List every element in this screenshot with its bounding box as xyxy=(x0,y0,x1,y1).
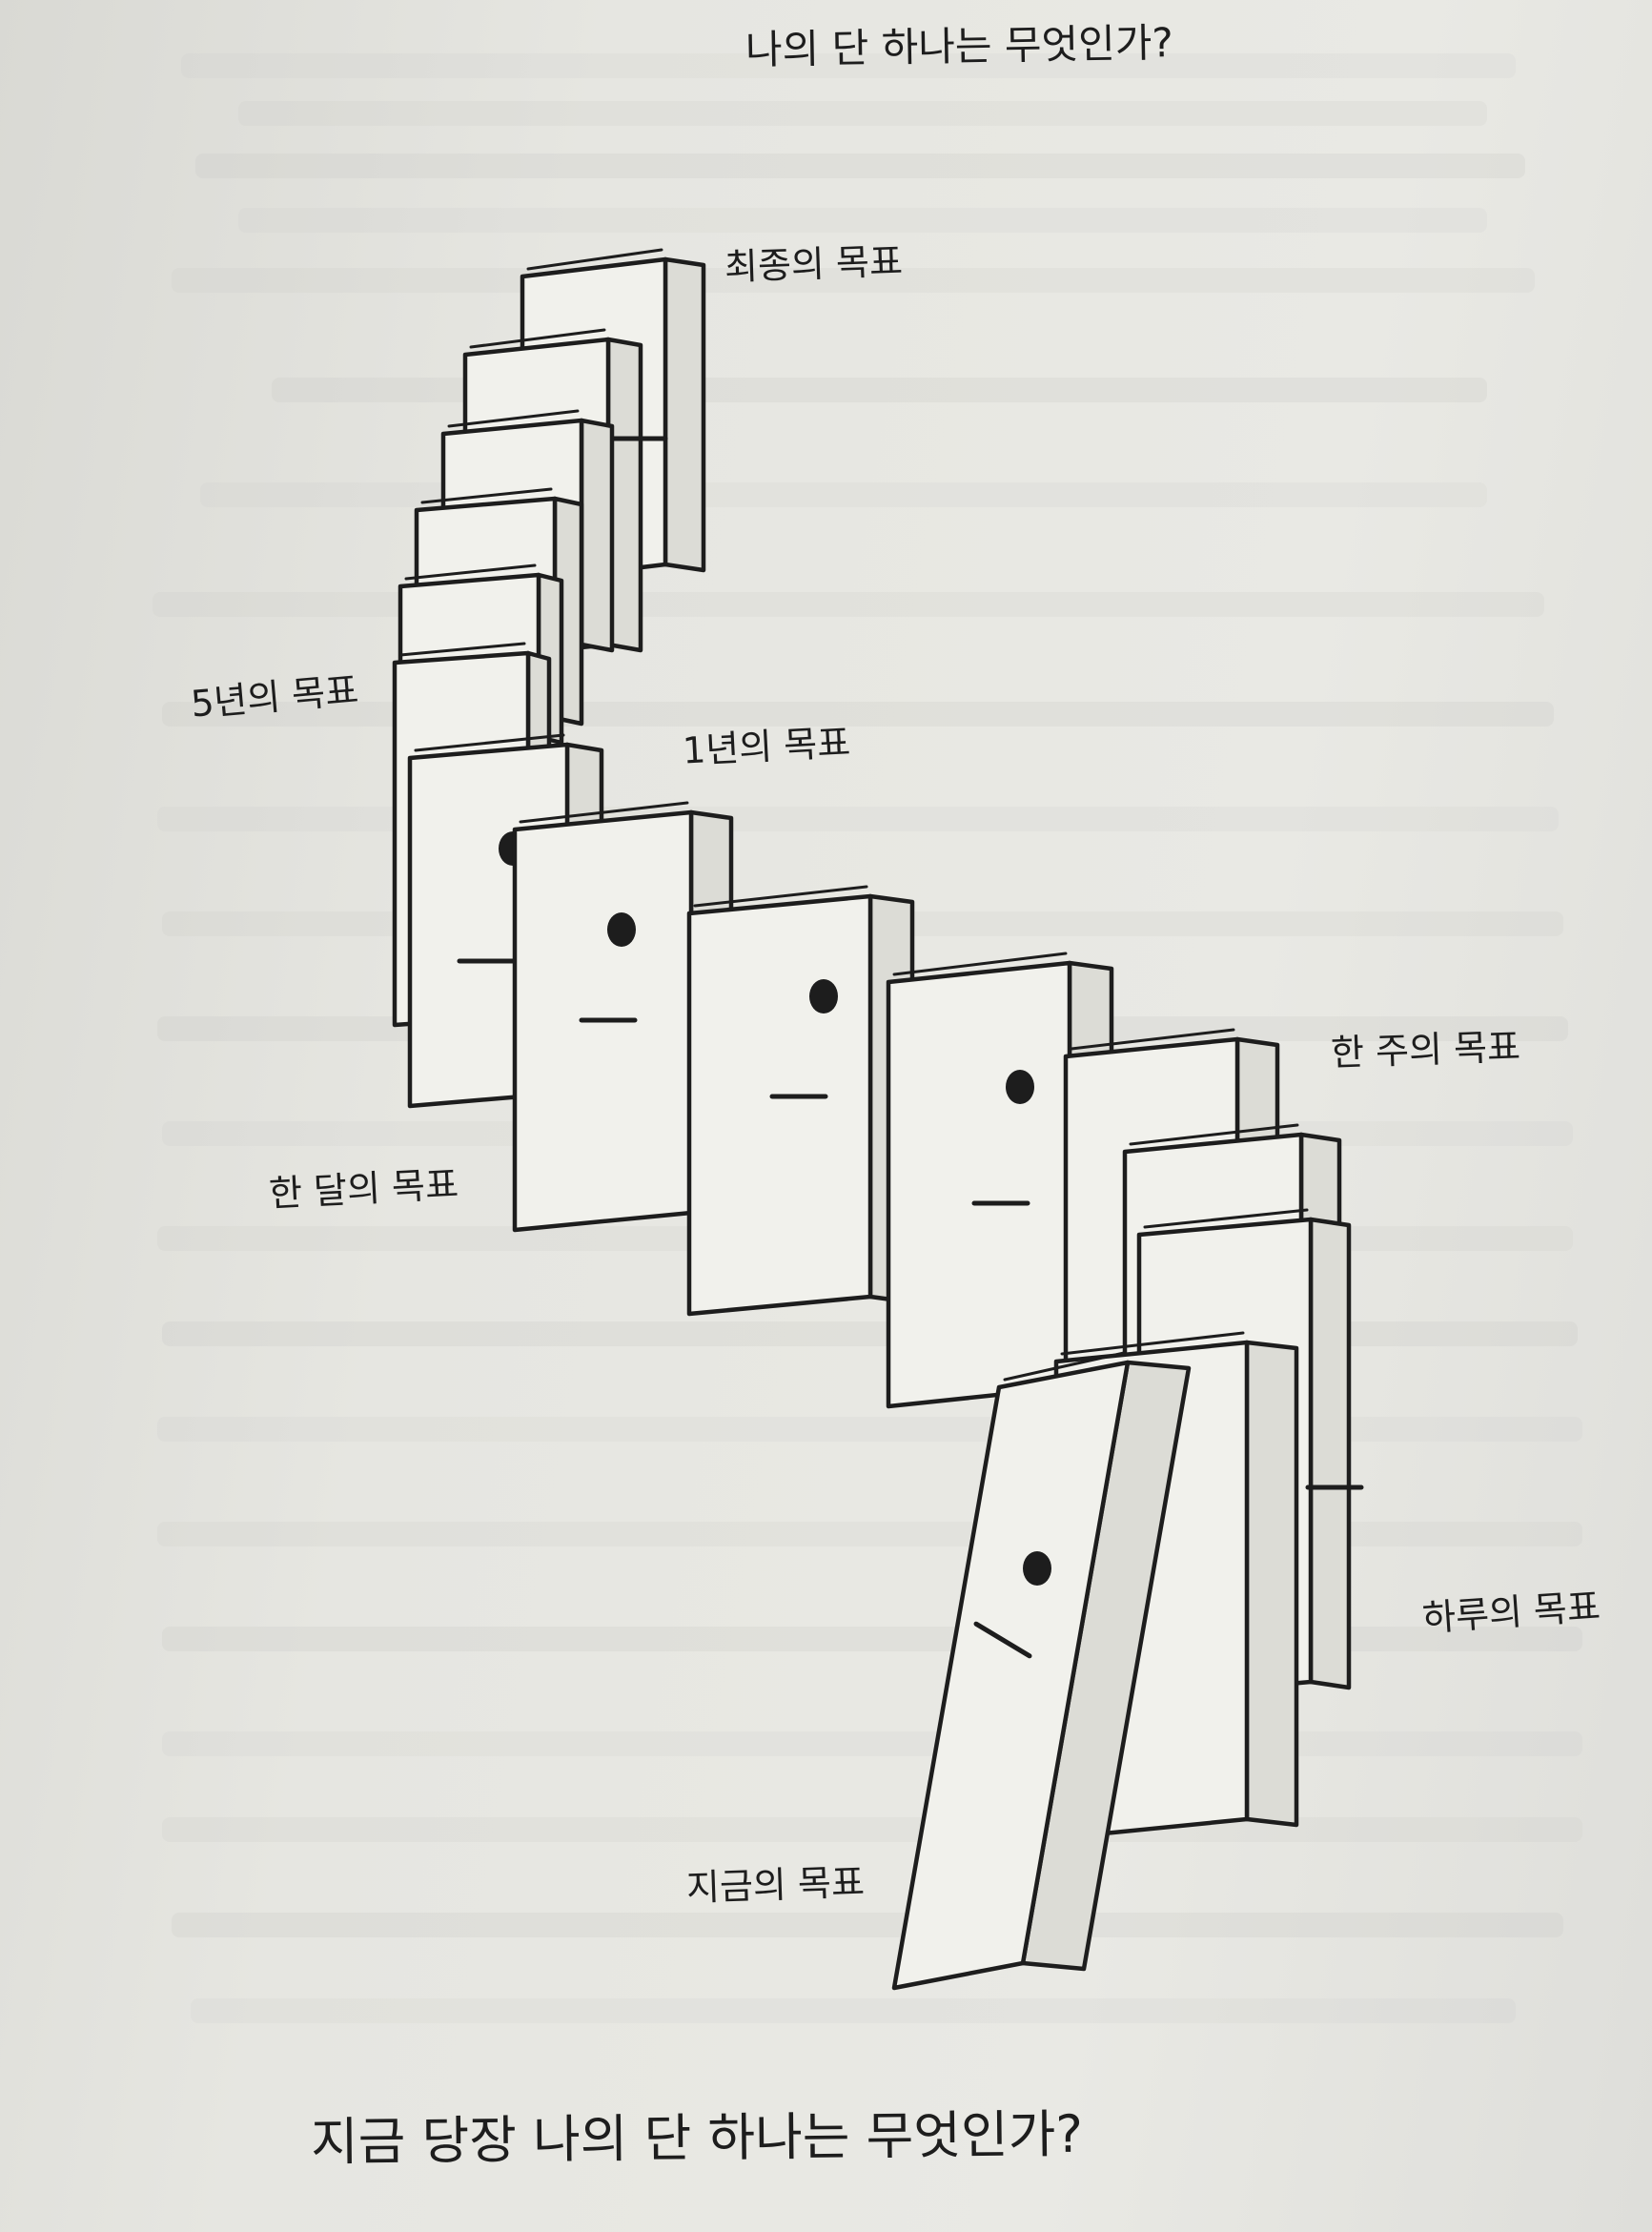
domino-pip xyxy=(607,912,636,947)
domino-top-edge xyxy=(693,885,868,908)
domino-face xyxy=(686,893,873,1317)
label-one-year-goal: 1년의 목표 xyxy=(681,721,852,772)
label-now-goal: 지금의 목표 xyxy=(685,1860,866,1910)
ghost-text-line xyxy=(172,268,1535,293)
ghost-text-line xyxy=(238,208,1487,233)
domino-top-edge xyxy=(1060,1331,1245,1356)
domino-top-edge xyxy=(1143,1208,1309,1229)
domino-tile xyxy=(891,1351,1192,1991)
domino-top-edge xyxy=(519,801,689,824)
domino-pip xyxy=(1023,1551,1051,1586)
closing-question: 지금 당장 나의 단 하나는 무엇인가? xyxy=(310,2103,1084,2173)
domino-face xyxy=(891,1360,1131,1991)
domino-top-edge xyxy=(1070,1028,1235,1051)
domino-face xyxy=(886,960,1072,1409)
domino-top-edge xyxy=(526,248,663,271)
domino-side xyxy=(1308,1217,1352,1690)
domino-tile xyxy=(686,885,915,1317)
domino-top-edge xyxy=(420,487,553,504)
domino-top-edge xyxy=(398,642,526,657)
domino-pip xyxy=(809,979,838,1014)
domino-pip xyxy=(1006,1070,1034,1104)
domino-top-edge xyxy=(404,563,537,581)
domino-mark xyxy=(973,1621,1032,1659)
ghost-text-line xyxy=(172,1913,1563,1937)
domino-side xyxy=(663,256,706,573)
domino-top-edge xyxy=(447,409,580,428)
domino-top-edge xyxy=(1129,1123,1299,1146)
domino-top-edge xyxy=(469,328,606,349)
label-final-goal: 최종의 목표 xyxy=(724,239,904,289)
ghost-text-line xyxy=(181,53,1516,78)
ghost-text-line xyxy=(238,101,1487,126)
label-month-goal: 한 달의 목표 xyxy=(267,1162,459,1216)
ghost-text-line xyxy=(195,154,1525,178)
domino-top-edge xyxy=(892,952,1068,976)
domino-side xyxy=(579,418,615,653)
ghost-text-line xyxy=(162,1817,1582,1842)
label-week-goal: 한 주의 목표 xyxy=(1330,1025,1521,1075)
domino-side xyxy=(1244,1340,1299,1828)
ghost-text-line xyxy=(191,1998,1516,2023)
domino-top-edge xyxy=(1003,1351,1126,1382)
domino-top-edge xyxy=(414,733,565,752)
